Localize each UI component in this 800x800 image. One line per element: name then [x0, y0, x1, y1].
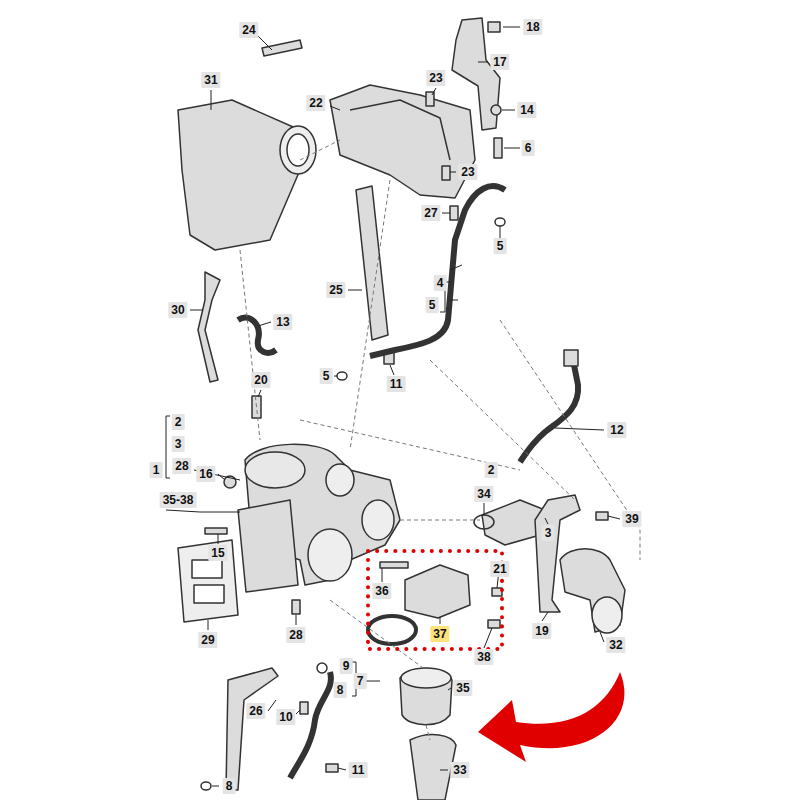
callout-number: 22	[306, 95, 325, 111]
callout-number: 4	[434, 275, 447, 291]
callout-number: 28	[172, 458, 191, 474]
callout-number: 37	[430, 626, 449, 642]
callout-number: 19	[532, 623, 551, 639]
callout-number: 3	[172, 436, 185, 452]
callout-number: 3	[542, 525, 555, 541]
callout-number: 20	[251, 372, 270, 388]
callout-number: 35-38	[160, 492, 197, 508]
callout-number: 35	[453, 680, 472, 696]
callout-number: 6	[522, 140, 535, 156]
callout-number: 14	[517, 102, 536, 118]
callout-number: 2	[485, 462, 498, 478]
callout-number: 36	[372, 583, 391, 599]
callout-number: 34	[474, 486, 493, 502]
callout-number: 25	[326, 282, 345, 298]
callout-number: 12	[607, 422, 626, 438]
callout-number: 23	[426, 70, 445, 86]
callout-number: 1	[150, 462, 163, 478]
callout-number: 26	[246, 703, 265, 719]
callout-number: 7	[354, 673, 367, 689]
callout-number: 9	[340, 658, 353, 674]
callout-number: 27	[421, 205, 440, 221]
callout-number: 5	[494, 238, 507, 254]
callout-number: 39	[622, 511, 641, 527]
callout-number: 29	[198, 632, 217, 648]
callout-number: 5	[426, 297, 439, 313]
callout-number: 31	[201, 72, 220, 88]
callout-number: 8	[334, 682, 347, 698]
callout-number: 2	[172, 414, 185, 430]
callout-number: 38	[474, 649, 493, 665]
callout-number: 11	[387, 376, 406, 392]
callout-number: 11	[349, 762, 368, 778]
callout-number: 30	[168, 302, 187, 318]
callout-number: 17	[490, 54, 509, 70]
callout-number: 10	[276, 709, 295, 725]
callout-number: 23	[458, 164, 477, 180]
callout-number: 13	[273, 314, 292, 330]
callout-number: 21	[490, 561, 509, 577]
callout-number: 24	[239, 22, 258, 38]
callout-number: 5	[320, 368, 333, 384]
callout-number: 32	[606, 637, 625, 653]
callout-number: 16	[196, 466, 215, 482]
callout-number: 8	[223, 778, 236, 794]
callout-number: 33	[450, 762, 469, 778]
callout-number: 18	[523, 19, 542, 35]
callout-number: 28	[286, 627, 305, 643]
callout-number: 15	[208, 545, 227, 561]
